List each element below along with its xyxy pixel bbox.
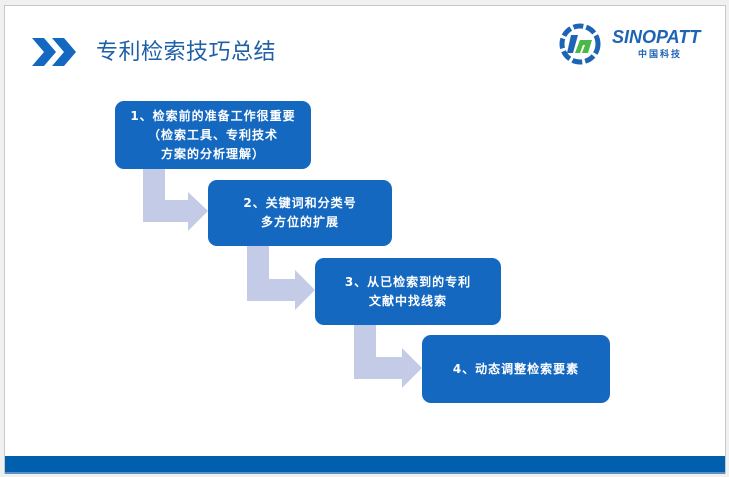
logo-text: SINOPATT	[612, 27, 701, 47]
step-1-box: 1、检索前的准备工作很重要（检索工具、专利技术方案的分析理解）	[115, 101, 311, 169]
arrow-1-2	[143, 169, 208, 231]
double-chevron-icon	[32, 38, 76, 66]
page-title: 专利检索技巧总结	[96, 40, 277, 65]
arrow-3-4	[354, 325, 422, 388]
step-3-box: 3、从已检索到的专利文献中找线索	[315, 258, 501, 325]
footer-bar	[5, 456, 725, 474]
logo-subtitle: 中国科技	[638, 50, 683, 60]
arrow-2-3	[247, 246, 315, 310]
step-4-box: 4、动态调整检索要素	[422, 335, 610, 403]
sinopatt-logo-icon	[559, 23, 601, 65]
step-2-box: 2、关键词和分类号多方位的扩展	[208, 180, 392, 246]
